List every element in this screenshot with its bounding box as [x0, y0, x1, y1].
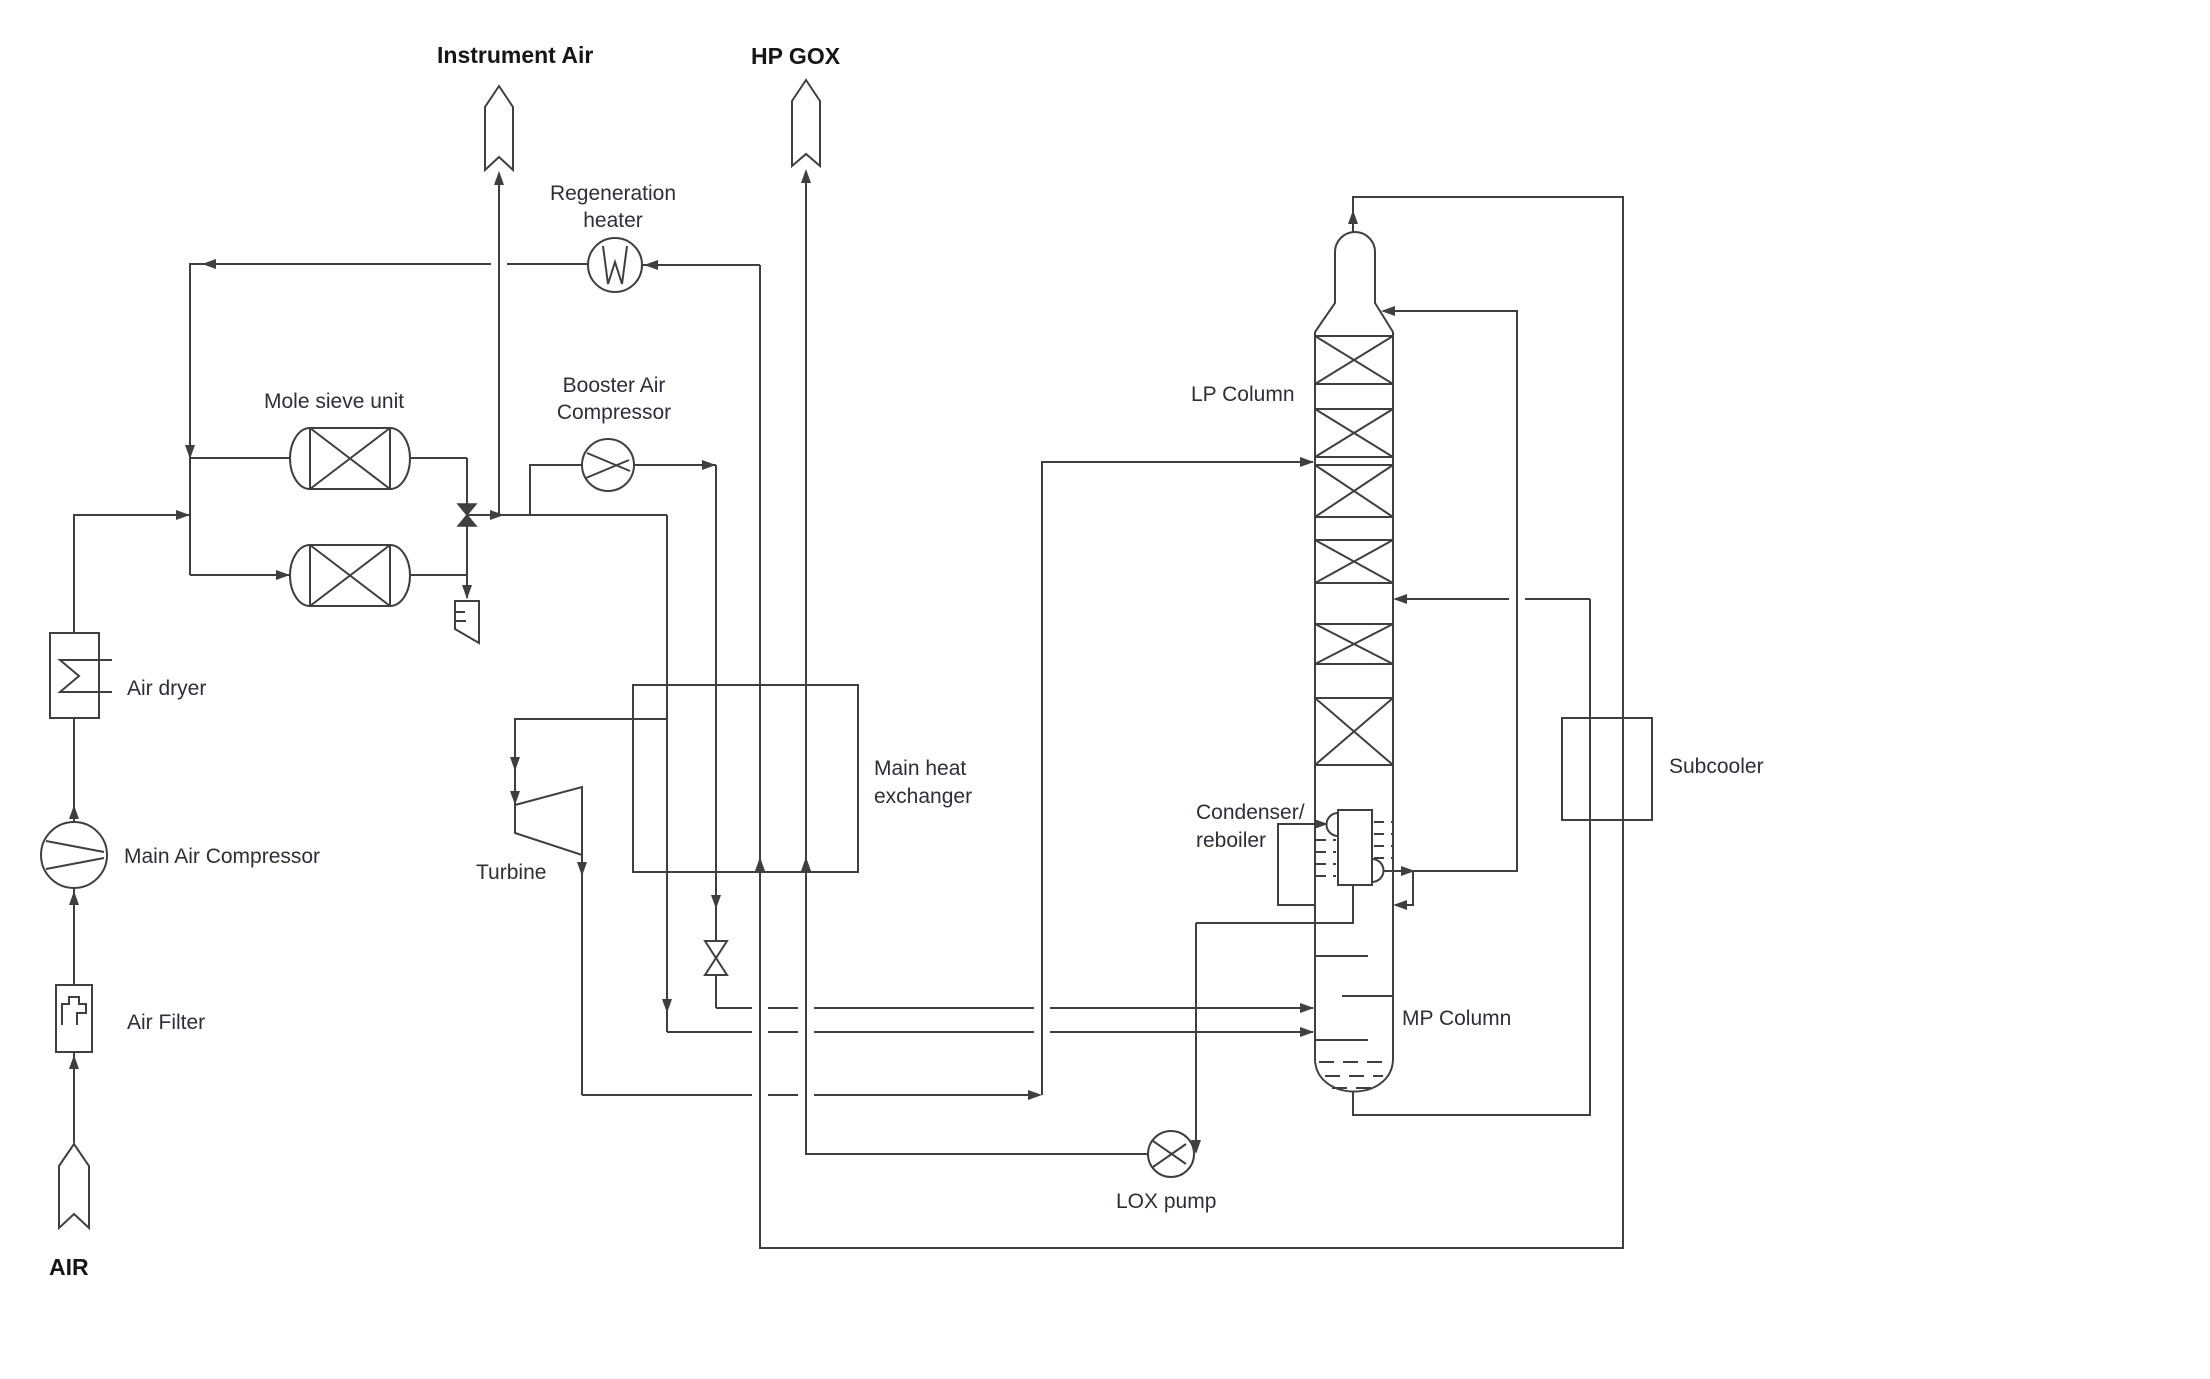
main-heat-exchanger [632, 684, 859, 873]
vent-silencer-icon [454, 600, 480, 645]
mole-sieve-unit [185, 263, 480, 645]
main-heat-exchanger-label-1: Main heat [874, 757, 966, 780]
lp-column [1314, 231, 1518, 1060]
regeneration-heater-label-1: Regeneration [550, 182, 676, 205]
subcooler [1561, 717, 1653, 821]
lox-pump-symbol [1147, 1130, 1195, 1178]
mole-sieve-unit-label: Mole sieve unit [264, 390, 404, 413]
mole-sieve-vessel-1 [289, 427, 411, 490]
condenser-reboiler-box [1337, 809, 1373, 886]
booster-air-compressor-symbol [581, 438, 635, 492]
air-stream-pennant [58, 1142, 90, 1231]
hp-gox-label: HP GOX [751, 43, 841, 69]
lp-packing-sections [1314, 335, 1394, 766]
jt-valve-icon [703, 940, 729, 976]
booster-air-compressor-label-2: Compressor [557, 401, 671, 424]
air-dryer-symbol [49, 632, 100, 719]
air-dryer-label: Air dryer [127, 677, 206, 700]
main-air-compressor-symbol [40, 821, 108, 889]
lp-column-neck [1314, 231, 1394, 333]
regeneration-loop [190, 196, 1624, 1249]
subcooler-label: Subcooler [1669, 755, 1764, 778]
mp-trays [1315, 955, 1393, 1041]
mp-column [1314, 594, 1591, 1116]
lox-pump-label: LOX pump [1116, 1190, 1216, 1213]
mp-column-label: MP Column [1402, 1007, 1511, 1030]
air-filter-icon [61, 996, 87, 1025]
main-air-compressor-label: Main Air Compressor [124, 845, 320, 868]
main-heat-exchanger-label-2: exchanger [874, 785, 972, 808]
condenser-reboiler [1196, 809, 1392, 924]
gox-product-line [791, 78, 1201, 1178]
main-heat-exchanger-box [632, 684, 859, 873]
subcooler-box [1561, 717, 1653, 821]
condenser-reboiler-label-2: reboiler [1196, 829, 1266, 852]
condenser-reboiler-label-1: Condenser/ [1196, 801, 1305, 824]
air-intake-train [40, 510, 190, 1231]
labels: Instrument Air HP GOX AIR Regeneration h… [49, 42, 1764, 1280]
hp-gox-pennant [791, 78, 821, 169]
air-to-column-line [510, 515, 1314, 1037]
mp-bottom-dome [1314, 1059, 1394, 1093]
lp-column-label: LP Column [1191, 383, 1295, 406]
booster-air-compressor-label-1: Booster Air [563, 374, 666, 397]
turbine-label: Turbine [476, 861, 546, 884]
regeneration-heater-label-2: heater [583, 209, 643, 232]
mole-sieve-vessel-2 [289, 544, 411, 607]
turbine-symbol [514, 785, 583, 857]
dry-air-header [467, 84, 1314, 1013]
turbine [514, 457, 1314, 1100]
air-label: AIR [49, 1254, 89, 1280]
air-dryer-icon [57, 659, 112, 693]
instrument-air-label: Instrument Air [437, 42, 593, 68]
heater-coil-icon [602, 245, 628, 285]
instrument-air-pennant [484, 84, 514, 173]
air-filter-label: Air Filter [127, 1011, 205, 1034]
